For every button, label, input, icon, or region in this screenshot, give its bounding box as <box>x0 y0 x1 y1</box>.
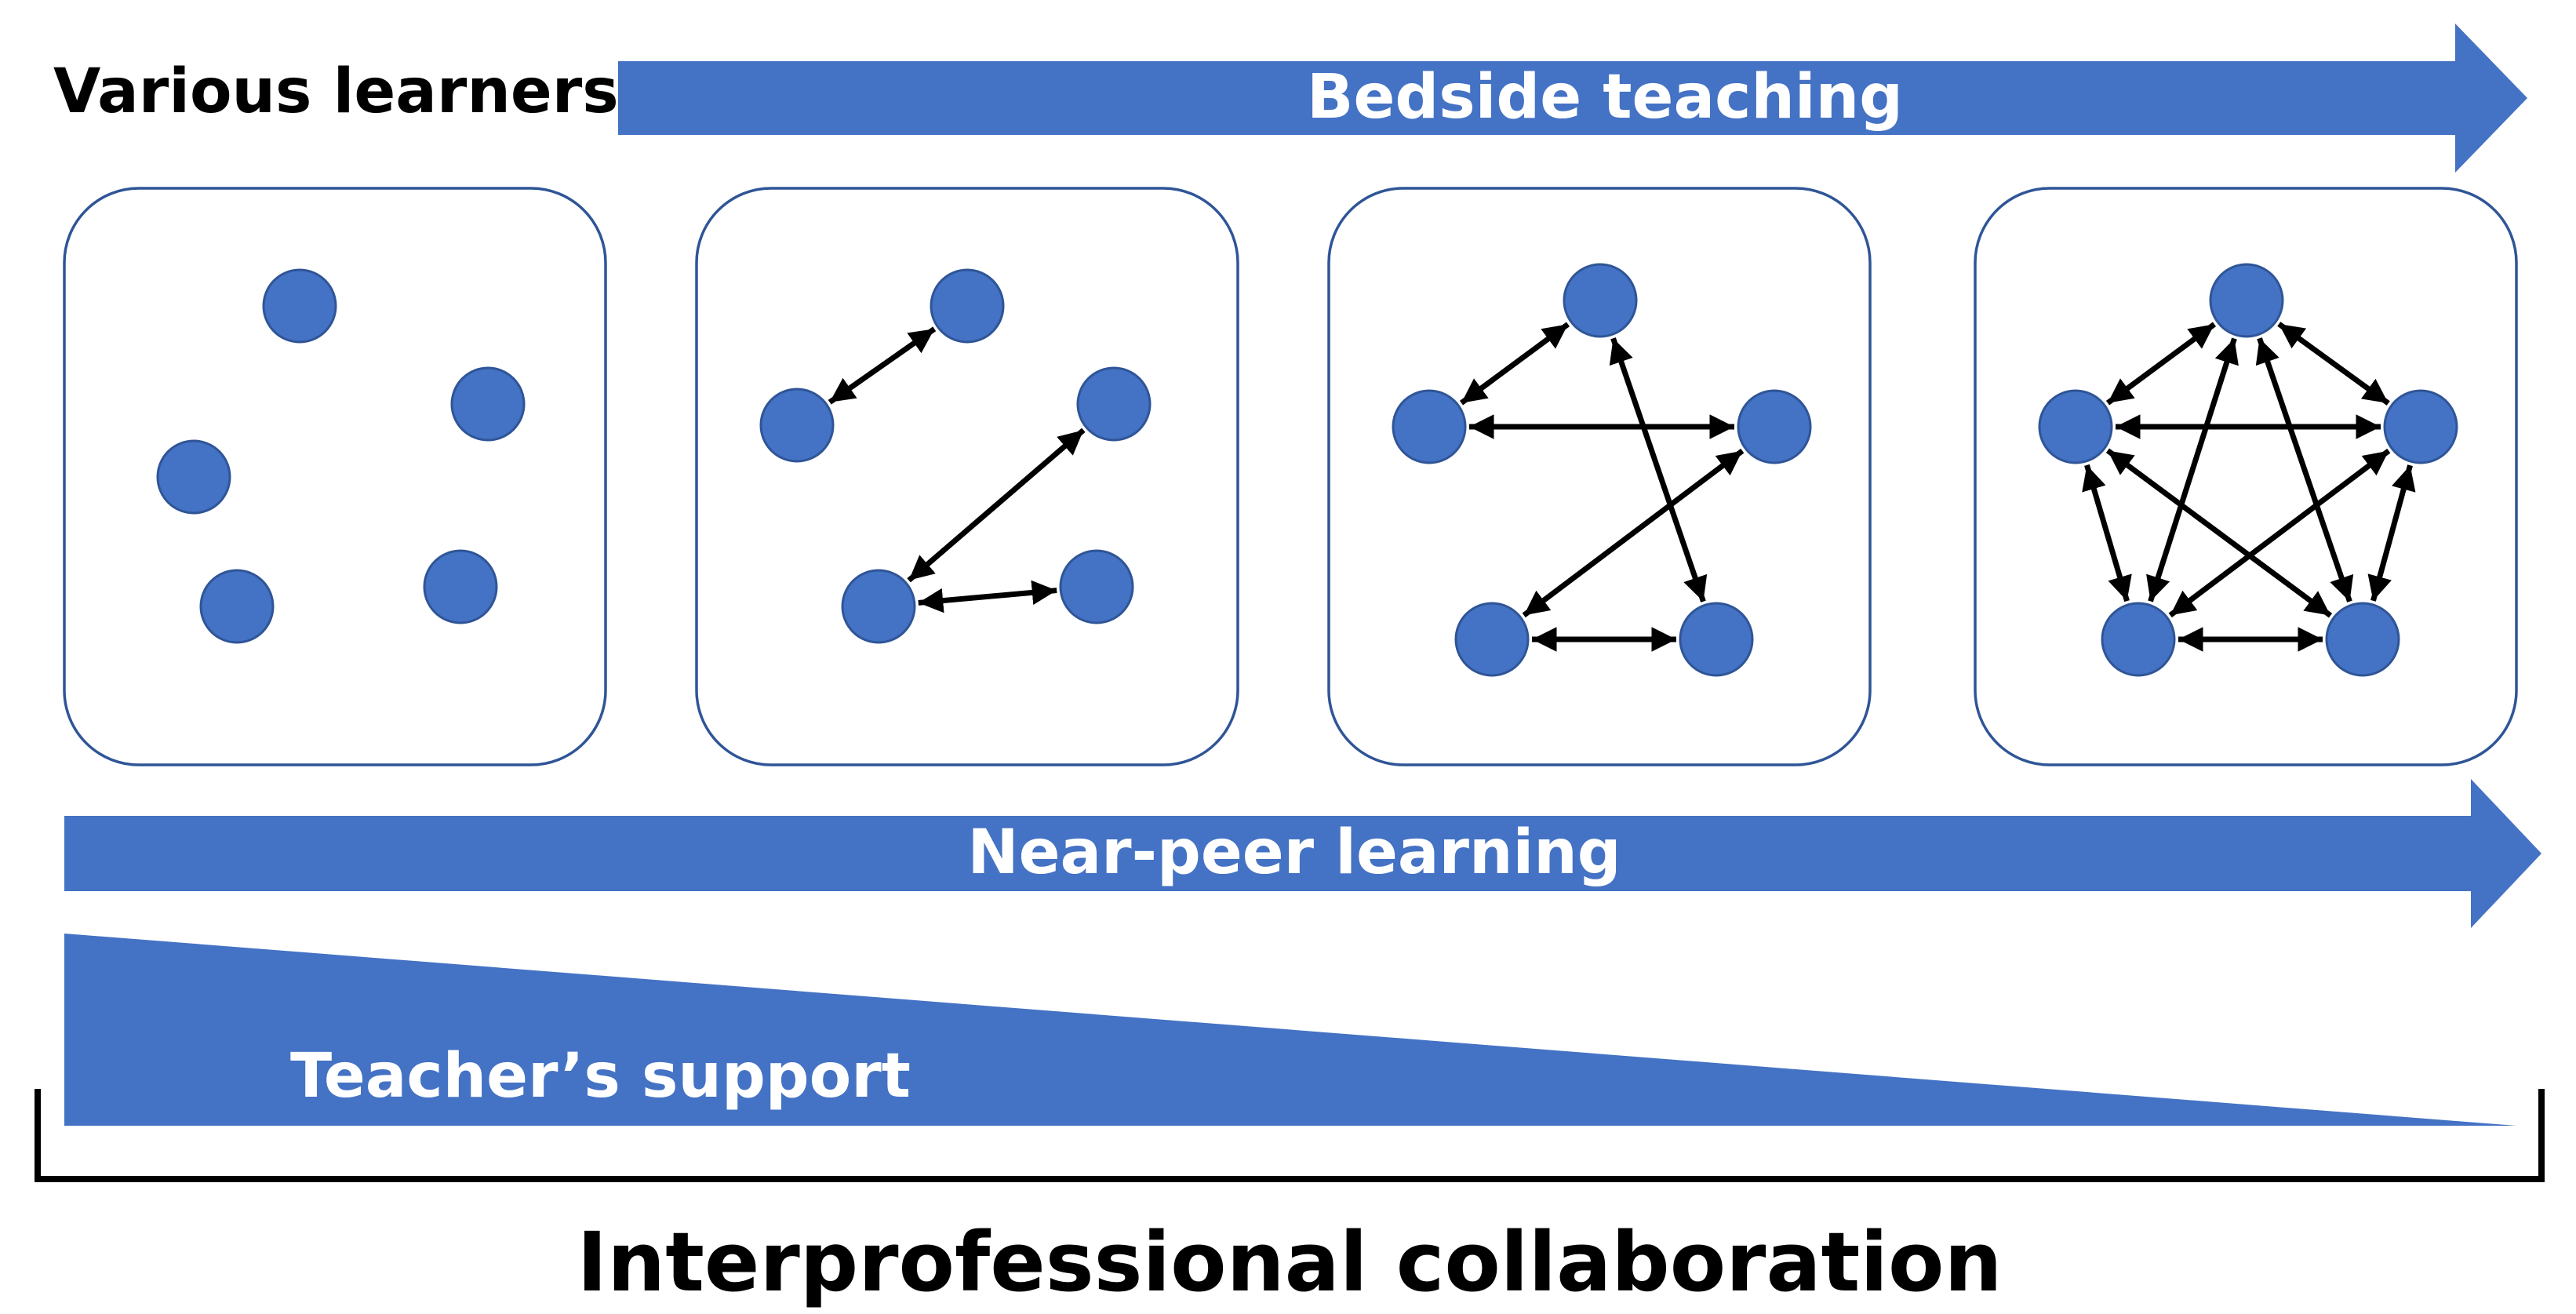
learner-node <box>841 569 916 644</box>
various-learners-label: Various learners <box>53 56 619 127</box>
link-arrow <box>1609 337 1708 602</box>
learner-node <box>1454 602 1530 677</box>
learner-node <box>1059 549 1134 624</box>
link-arrow <box>907 428 1086 583</box>
link-arrow <box>828 326 937 405</box>
learner-node <box>262 268 337 344</box>
learner-node <box>759 388 835 463</box>
link-arrow <box>1459 322 1570 406</box>
panel-isolated <box>63 187 607 766</box>
near-peer-learning-label: Near-peer learning <box>967 817 1621 888</box>
learner-node <box>1563 263 1638 338</box>
collaboration-bracket <box>35 1089 2545 1182</box>
link-arrow <box>2367 464 2416 602</box>
learner-node <box>1076 366 1152 442</box>
learner-node <box>450 366 526 442</box>
link-arrow <box>918 580 1057 613</box>
learner-node <box>2038 389 2113 464</box>
learner-node <box>156 439 231 515</box>
learner-node <box>2383 389 2458 464</box>
learner-node <box>199 569 275 644</box>
panel-frame <box>63 187 607 766</box>
link-arrow <box>2277 322 2390 406</box>
bedside-teaching-arrow <box>618 24 2527 173</box>
link-arrow <box>2105 448 2333 618</box>
learner-node <box>2101 602 2176 677</box>
learner-node <box>2209 263 2284 338</box>
learner-node <box>1679 602 1754 677</box>
panel-pairs <box>695 187 1239 766</box>
learner-node <box>930 268 1005 344</box>
learner-node <box>1392 389 1467 464</box>
interprofessional-collaboration-label: Interprofessional collaboration <box>577 1214 2002 1310</box>
learner-node <box>1737 389 1812 464</box>
learner-node <box>423 549 498 624</box>
near-peer-learning-arrow <box>64 779 2541 928</box>
teachers-support-label: Teacher’s support <box>290 1041 911 1112</box>
learner-node <box>2325 602 2400 677</box>
panel-ring <box>1327 187 1872 766</box>
bedside-teaching-label: Bedside teaching <box>1307 62 1903 133</box>
teachers-support-wedge <box>64 934 2516 1126</box>
panel-full-mesh <box>1974 187 2518 766</box>
